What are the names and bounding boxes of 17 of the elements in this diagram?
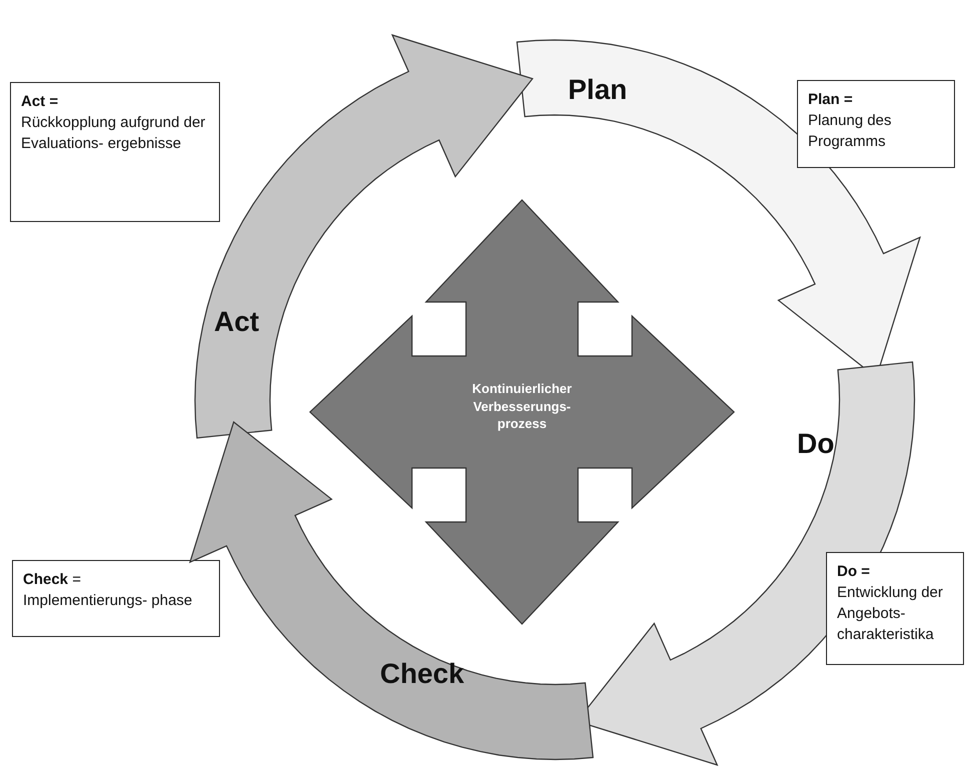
note-heading: Do = <box>837 562 871 582</box>
arrow-label: Do <box>796 428 834 460</box>
note-card <box>826 552 964 665</box>
note-card <box>10 82 220 222</box>
arrow-label: Plan <box>568 74 628 106</box>
note-text: Implementierungs- phase <box>23 591 194 611</box>
arrow-label: Act <box>214 306 260 338</box>
note-heading: Plan = <box>808 90 854 110</box>
center-label: Kontinuierlicher Verbesserungs- prozess <box>471 380 573 433</box>
note-text: Planung des Programms <box>808 111 892 152</box>
arrow-label: Check <box>380 658 464 690</box>
note-text: Rückkopplung aufgrund der Evaluations- ergebnisse <box>21 113 206 154</box>
note-heading: Check = <box>23 570 82 590</box>
note-card <box>797 80 955 168</box>
note-text: Entwicklung der Angebots- charakteristika <box>837 583 944 645</box>
note-card <box>12 560 220 637</box>
note-heading: Act = <box>21 92 60 112</box>
